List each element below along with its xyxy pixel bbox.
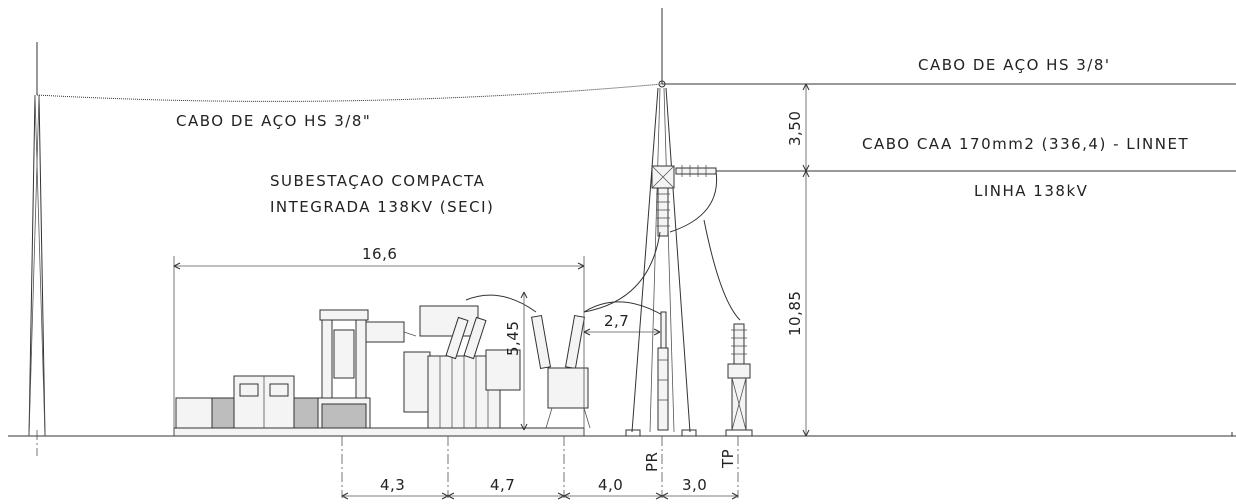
substation-skid [173, 427, 585, 437]
dim-pr-gap [583, 328, 661, 336]
dim-text-line-height: 10,85 [786, 291, 804, 336]
dim-text-bottom-4: 3,0 [682, 476, 707, 494]
label-substation-line1: SUBESTAÇAO COMPACTA [270, 172, 485, 190]
dim-total-width [173, 256, 585, 436]
label-steel-cable-right: CABO DE AÇO HS 3/8' [918, 56, 1111, 74]
drop-tp [703, 219, 741, 321]
central-tower [625, 8, 697, 437]
dim-text-bottom-2: 4,7 [490, 476, 515, 494]
label-steel-cable-left: CABO DE AÇO HS 3/8" [176, 112, 371, 130]
drop-pr [583, 231, 661, 313]
dim-text-bottom-3: 4,0 [598, 476, 623, 494]
dim-text-total-width: 16,6 [362, 245, 397, 263]
steel-cable-left-line [36, 83, 663, 102]
pr-equipment [657, 311, 669, 431]
dim-vertical-right [802, 83, 810, 437]
gis-module [319, 309, 417, 399]
dim-text-transformer-height: 5,45 [504, 321, 522, 356]
label-tp: TP [719, 449, 737, 469]
control-cabinets [175, 375, 371, 429]
label-pr: PR [643, 452, 661, 472]
dim-text-pr-gap: 2,7 [604, 312, 629, 330]
label-caa-cable: CABO CAA 170mm2 (336,4) - LINNET [862, 135, 1189, 153]
tower-insulator [656, 187, 670, 237]
dim-bottom-chain [341, 436, 739, 500]
dim-transformer-height [520, 291, 528, 431]
lightning-mast-left [28, 42, 46, 456]
drop-pr-2 [583, 301, 665, 317]
dim-text-bottom-1: 4,3 [380, 476, 405, 494]
tp-equipment [725, 323, 753, 437]
dim-text-top-span: 3,50 [786, 111, 804, 146]
label-line-voltage: LINHA 138kV [974, 182, 1088, 200]
power-transformer [403, 294, 537, 429]
label-substation-line2: INTEGRADA 138KV (SECI) [270, 198, 494, 216]
jumper-tower [669, 170, 718, 233]
hv-bushings [530, 314, 591, 429]
strain-insulator [675, 165, 717, 177]
